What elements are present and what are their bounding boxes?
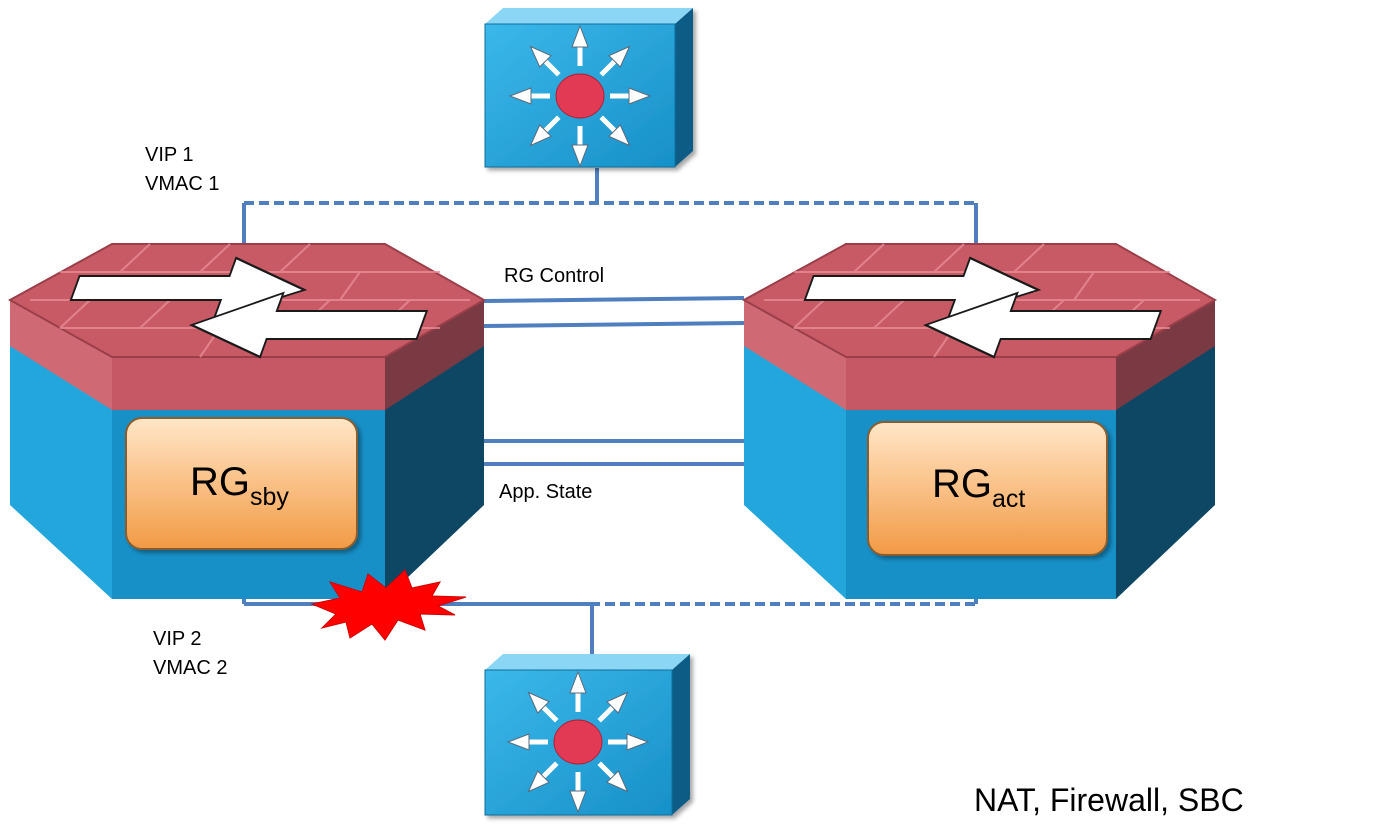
app-state-label: App. State: [499, 481, 593, 503]
rg-control-label: RG Control: [504, 265, 605, 287]
switch-arrow-head: [569, 790, 587, 814]
failure-burst-icon: [310, 569, 467, 641]
footer-caption: NAT, Firewall, SBC: [974, 782, 1244, 818]
vip1-label: VIP 1: [145, 144, 194, 166]
switch-arrow-head: [529, 124, 552, 147]
upper-lan-link: [242, 168, 978, 250]
switch-arrow-head: [527, 691, 550, 714]
switch-arrow-head: [606, 770, 629, 793]
vip2-label: VIP 2: [153, 628, 202, 650]
switch-arrow-head: [571, 144, 589, 168]
switch-arrow-head: [508, 87, 532, 105]
router-right: [741, 243, 1218, 599]
switch-center-dot: [555, 73, 605, 119]
app-state-links: [484, 439, 744, 466]
switch-arrow-head: [608, 45, 631, 68]
router-left: [7, 243, 487, 599]
rg-standby-box: [125, 417, 358, 550]
switch-arrow-head: [569, 670, 587, 694]
switch-center-dot: [553, 719, 603, 765]
rg-standby-label: RGsby: [190, 460, 289, 511]
vmac1-label: VMAC 1: [145, 173, 220, 195]
vmac2-label: VMAC 2: [153, 657, 228, 679]
rg-active-label: RGact: [932, 462, 1026, 513]
switch-arrow-head: [571, 24, 589, 48]
switch-arrow-head: [506, 733, 530, 751]
rg-control-links: [483, 296, 745, 328]
switch-arrow-head: [606, 691, 629, 714]
switch-arrow-head: [628, 87, 652, 105]
rg-active-box: [867, 421, 1108, 556]
switch-arrow-head: [608, 124, 631, 147]
top-switch-arrows-icon: [508, 24, 652, 168]
bottom-switch-arrows-icon: [506, 670, 650, 814]
switch-arrow-head: [527, 770, 550, 793]
switch-arrow-head: [529, 45, 552, 68]
switch-arrow-head: [626, 733, 650, 751]
